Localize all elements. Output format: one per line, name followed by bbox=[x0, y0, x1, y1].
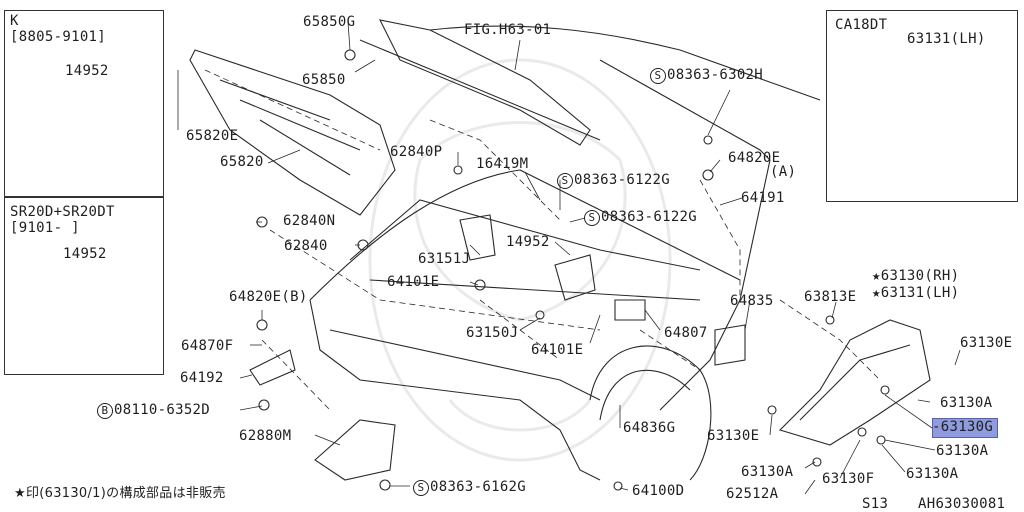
part-label-63130e-right[interactable]: 63130E bbox=[960, 335, 1013, 351]
wheel-arch bbox=[589, 345, 712, 481]
bracket-64807 bbox=[614, 299, 646, 321]
star-symbol: ★ bbox=[872, 285, 881, 301]
part-label-64870f[interactable]: 64870F bbox=[181, 338, 234, 354]
main-assembly-lines bbox=[189, 19, 931, 491]
part-label-63130a-1[interactable]: 63130A bbox=[940, 395, 993, 411]
inset-sr-years: [9101- ] bbox=[10, 220, 80, 236]
part-label-63151j[interactable]: 63151J bbox=[418, 251, 471, 267]
part-label-64100d[interactable]: 64100D bbox=[632, 483, 685, 499]
footer-code: AH63030081 bbox=[918, 496, 1006, 512]
inset-k-years: [8805-9101] bbox=[10, 29, 107, 45]
s-symbol-icon: S bbox=[557, 173, 573, 189]
selected-part-highlight bbox=[932, 418, 998, 438]
duct-63151J bbox=[459, 214, 496, 261]
cowl-top-shape bbox=[379, 19, 591, 146]
fender-liner-shape bbox=[778, 319, 931, 446]
dashed-assembly-lines bbox=[204, 69, 881, 411]
leader-lines bbox=[177, 21, 961, 495]
part-label-65820[interactable]: 65820 bbox=[220, 154, 264, 170]
inset-sr-part: 14952 bbox=[63, 246, 107, 262]
part-label-62512a[interactable]: 62512A bbox=[726, 486, 779, 502]
part-label-63130a-2[interactable]: 63130A bbox=[936, 443, 989, 459]
part-label-63130a-3[interactable]: 63130A bbox=[741, 464, 794, 480]
part-label-64835[interactable]: 64835 bbox=[730, 293, 774, 309]
part-label-63130a-4[interactable]: 63130A bbox=[906, 466, 959, 482]
part-label-63131-lh[interactable]: ★63131(LH) bbox=[872, 285, 960, 301]
part-label-64101e-a[interactable]: 64101E bbox=[387, 274, 440, 290]
inset-k-part: 14952 bbox=[65, 63, 109, 79]
watermark-emblem bbox=[368, 58, 672, 462]
part-label-62840n[interactable]: 62840N bbox=[283, 213, 336, 229]
part-label-64820e-b[interactable]: 64820E(B) bbox=[229, 289, 308, 305]
part-label-64836g[interactable]: 64836G bbox=[623, 420, 676, 436]
bumper-outline bbox=[309, 299, 601, 481]
part-label-16419m[interactable]: 16419M bbox=[476, 156, 529, 172]
footer-page: S13 bbox=[862, 496, 889, 512]
part-label-14952[interactable]: 14952 bbox=[506, 234, 550, 250]
part-label-62840p[interactable]: 62840P bbox=[390, 144, 443, 160]
part-label-63813e[interactable]: 63813E bbox=[804, 289, 857, 305]
star-symbol: ★ bbox=[872, 268, 881, 284]
b-symbol-icon: B bbox=[97, 403, 113, 419]
part-label-63150j[interactable]: 63150J bbox=[466, 325, 519, 341]
hood-insulator-shape bbox=[189, 49, 396, 216]
part-label-63130f[interactable]: 63130F bbox=[822, 471, 875, 487]
part-label-65820e[interactable]: 65820E bbox=[186, 128, 239, 144]
inset-sr-title: SR20D+SR20DT bbox=[10, 204, 115, 220]
part-label-63130-rh[interactable]: ★63130(RH) bbox=[872, 268, 960, 284]
part-label-64101e-b[interactable]: 64101E bbox=[531, 342, 584, 358]
part-label-63130g-selected[interactable]: -63130G bbox=[932, 419, 994, 435]
figure-ref: FIG.H63-01 bbox=[464, 22, 552, 38]
body-upper-outline bbox=[429, 25, 821, 101]
part-label-64192[interactable]: 64192 bbox=[180, 370, 224, 386]
part-label-64820e-top[interactable]: 64820E bbox=[728, 150, 781, 166]
part-label-65850[interactable]: 65850 bbox=[302, 72, 346, 88]
inset-ca-title: CA18DT bbox=[835, 17, 888, 33]
part-label-64807[interactable]: 64807 bbox=[664, 325, 708, 341]
inset-ca-part: 63131(LH) bbox=[907, 31, 986, 47]
part-label-64191[interactable]: 64191 bbox=[741, 190, 785, 206]
inset-sr: SR20D+SR20DT [9101- ] 14952 bbox=[4, 197, 164, 375]
duct-14952 bbox=[554, 254, 596, 301]
inset-k: K [8805-9101] 14952 bbox=[4, 10, 164, 197]
bracket-64192 bbox=[249, 349, 296, 386]
air-guide-shape bbox=[314, 419, 396, 481]
part-label-62840[interactable]: 62840 bbox=[284, 238, 328, 254]
part-label-65850g[interactable]: 65850G bbox=[303, 14, 356, 30]
s-symbol-icon: S bbox=[650, 68, 666, 84]
s-symbol-icon: S bbox=[413, 480, 429, 496]
bracket-64835 bbox=[714, 324, 746, 366]
note-not-sold: ★印(63130/1)の構成部品は非販売 bbox=[14, 486, 226, 501]
part-label-63130e-bottom[interactable]: 63130E bbox=[707, 428, 760, 444]
s-symbol-icon: S bbox=[584, 210, 600, 226]
inset-ca: CA18DT 63131(LH) bbox=[826, 10, 1018, 202]
inset-k-title: K bbox=[10, 13, 19, 29]
part-label-a-ref: (A) bbox=[770, 164, 797, 180]
part-label-62880m[interactable]: 62880M bbox=[239, 428, 292, 444]
